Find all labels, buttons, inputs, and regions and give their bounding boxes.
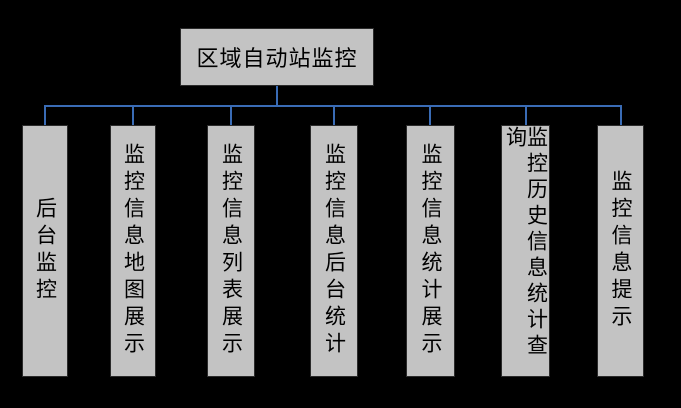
root-node-label: 区域自动站监控 <box>196 46 358 71</box>
child-node-info-alert: 监控信息提示 <box>597 125 644 377</box>
connector-drop-info-alert <box>620 107 622 125</box>
connector-trunk <box>44 105 622 107</box>
connector-drop-info-stats-display <box>429 107 431 125</box>
connector-root-drop <box>276 86 278 106</box>
child-node-info-map-display: 监控信息地图展示 <box>110 125 156 377</box>
child-node-label: 后台监控 <box>33 197 58 305</box>
child-node-history-stats-query: 监控历史信息统计查询 <box>501 125 550 377</box>
child-node-label: 监控信息提示 <box>609 170 633 332</box>
connector-drop-backend-monitoring <box>44 107 46 125</box>
child-node-label: 监控信息地图展示 <box>121 143 146 359</box>
child-node-info-stats-display: 监控信息统计展示 <box>406 125 455 377</box>
child-node-info-backend-stats: 监控信息后台统计 <box>310 125 358 377</box>
child-node-label: 监控历史信息统计查询 <box>503 126 549 360</box>
connector-drop-info-list-display <box>230 107 232 125</box>
connector-drop-history-stats-query <box>525 107 527 125</box>
child-node-label: 监控信息后台统计 <box>322 143 347 359</box>
child-node-info-list-display: 监控信息列表展示 <box>207 125 255 377</box>
connector-drop-info-map-display <box>132 107 134 125</box>
connector-drop-info-backend-stats <box>333 107 335 125</box>
child-node-label: 监控信息列表展示 <box>219 143 244 359</box>
root-node: 区域自动站监控 <box>180 28 374 86</box>
child-node-label: 监控信息统计展示 <box>419 143 443 359</box>
child-node-backend-monitoring: 后台监控 <box>22 125 68 377</box>
